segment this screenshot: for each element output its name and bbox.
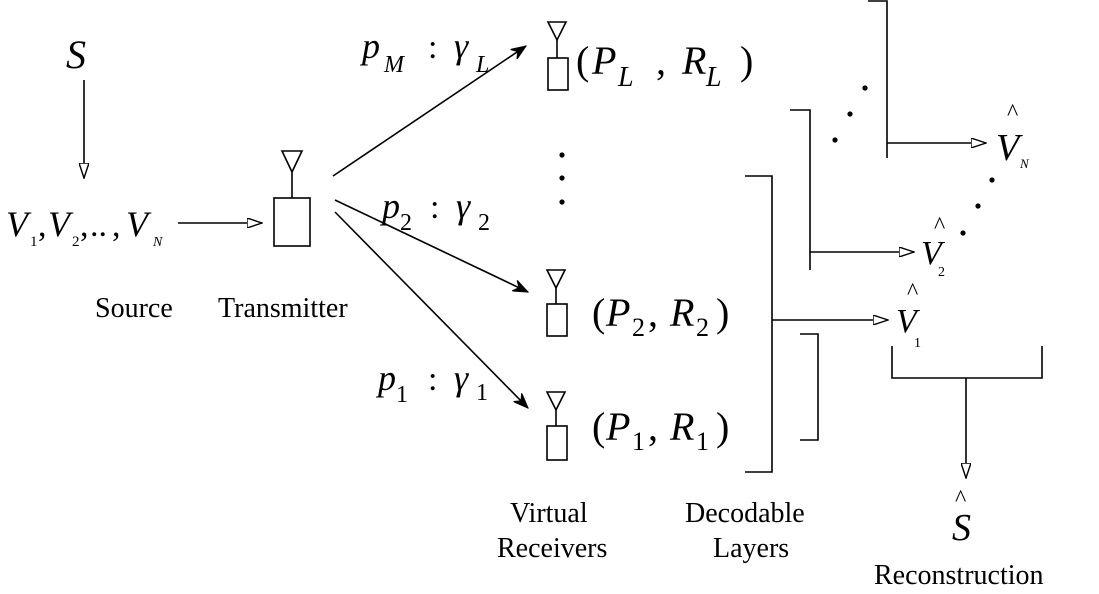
rL-comma: , [656,38,666,83]
r1-comma: , [648,404,658,449]
link-bot-colon: : [428,361,437,398]
decoded-vN: ^ V N [996,100,1030,171]
link-label-mid: p 2 : γ 2 [379,186,490,236]
decoded-v1: ^ V 1 [896,279,921,351]
vector-vN-sub: N [152,235,163,250]
r1-Psub: 1 [632,427,645,456]
source-label: Source [95,293,173,324]
v1-V: V [896,303,921,340]
link-top-gsub: L [475,52,489,78]
link-mid-gsub: 2 [478,210,490,236]
r1-close: ) [716,404,729,449]
link-bot-p: p [375,358,396,398]
v2-hat: ^ [934,213,945,239]
r2-open: ( [592,290,605,335]
bracket-layer1-small [800,333,819,441]
vector-dots: .. [90,207,107,244]
link-mid-arrow [334,199,528,293]
rL-R: R [681,38,706,83]
link-mid-colon: : [430,189,439,226]
link-top-p: p [359,26,380,66]
source-vector-list: V 1 , V 2 , .. , V N [6,204,163,250]
bracket-layer1-big [745,175,773,473]
link-mid-psub: 2 [400,210,412,236]
vN-V: V [996,127,1023,169]
vector-v1: V [6,204,32,244]
link-bot-psub: 1 [396,382,408,408]
rL-P: P [591,38,616,83]
link-top-arrow [332,46,526,177]
vN-sub: N [1019,156,1030,171]
vector-v2-sub: 2 [72,234,80,250]
virtual-label-1: Virtual [510,498,588,529]
vector-v2: V [48,204,74,244]
link-top-gamma: γ [454,26,469,66]
link-mid-p: p [379,186,400,226]
v2-sub: 2 [938,265,945,280]
decoded-v2: ^ V 2 [921,213,946,280]
link-top-psub: M [383,52,406,78]
r2-close: ) [716,290,729,335]
source-symbol: S [66,32,86,77]
r1-open: ( [592,404,605,449]
receiver-1-label: ( P 1 , R 1 ) [592,404,729,456]
bracket-layerN [868,0,888,158]
rL-Rsub: L [705,62,722,93]
receiver-ellipsis [559,152,565,205]
transmitter-label: Transmitter [218,293,348,324]
r1-P: P [605,404,630,449]
v1-hat: ^ [907,279,918,305]
r1-R: R [669,404,694,449]
reconstructed-s: ^ S [952,486,971,549]
layer-ellipsis-upper [832,85,868,143]
link-label-top: p M : γ L [359,26,489,78]
vector-comma-1: , [38,207,47,244]
link-top-colon: : [428,29,437,66]
receiver-1-icon [545,391,568,461]
transmitter-icon [273,150,311,247]
vector-v1-sub: 1 [30,234,38,250]
rL-close: ) [740,38,753,83]
decodable-label-2: Layers [713,533,789,564]
vector-comma-2: , [80,207,89,244]
reconstruction-bracket [891,346,1043,379]
link-bot-arrow [334,211,528,408]
receiver-L-label: ( P L , R L ) [576,38,753,93]
bracket-layer2 [790,109,811,270]
r2-comma: , [648,290,658,335]
vector-vN: V [126,204,152,244]
layer-ellipsis-lower [960,177,995,236]
s-hat: ^ [955,486,966,512]
link-label-bot: p 1 : γ 1 [375,358,488,408]
r2-P: P [605,290,630,335]
receiver-L-icon [546,21,569,91]
receiver-2-label: ( P 2 , R 2 ) [592,290,729,342]
decodable-label-1: Decodable [685,498,805,529]
receiver-2-icon [545,269,568,337]
virtual-label-2: Receivers [497,533,607,564]
r2-R: R [669,290,694,335]
vN-hat: ^ [1007,100,1018,126]
link-bot-gsub: 1 [476,380,488,406]
r2-Psub: 2 [632,313,645,342]
rL-Psub: L [617,62,634,93]
r1-Rsub: 1 [696,427,709,456]
r2-Rsub: 2 [696,313,709,342]
link-bot-gamma: γ [454,358,469,398]
rL-open: ( [576,38,589,83]
reconstruction-label: Reconstruction [874,560,1044,591]
link-mid-gamma: γ [456,186,471,226]
v1-sub: 1 [914,336,921,351]
vector-comma-3: , [112,207,121,244]
s-S: S [952,507,971,549]
